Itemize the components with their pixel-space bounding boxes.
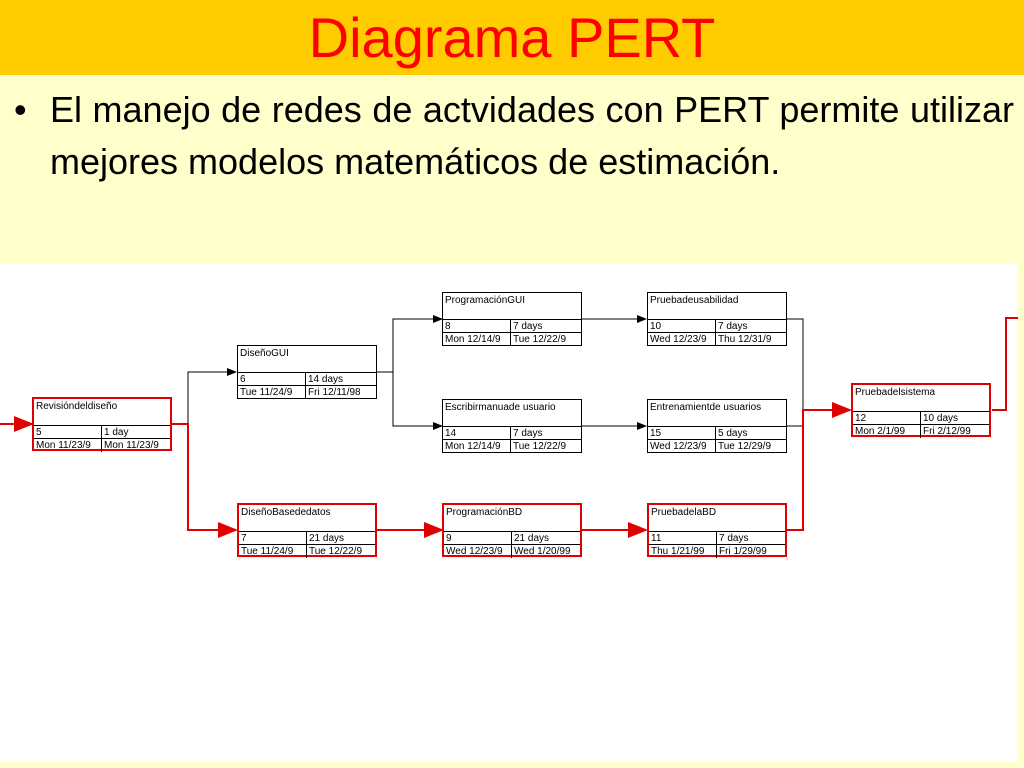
connector-6-14 bbox=[392, 372, 443, 430]
task-name: ProgramaciónGUI bbox=[445, 295, 526, 306]
task-name: ProgramaciónBD bbox=[446, 507, 523, 518]
task-finish: Tue 12/29/9 bbox=[718, 441, 772, 452]
connector-15-12 bbox=[787, 410, 804, 427]
task-duration: 7 days bbox=[718, 321, 748, 332]
connector-5-7 bbox=[172, 423, 238, 538]
task-id: 8 bbox=[443, 320, 511, 333]
task-duration: 5 days bbox=[718, 428, 748, 439]
task-finish: Tue 12/22/9 bbox=[513, 334, 567, 345]
task-finish: Tue 12/22/9 bbox=[309, 546, 363, 557]
task-id: 12 bbox=[853, 412, 921, 425]
task-start: Wed 12/23/9 bbox=[648, 333, 716, 346]
connector-12-out bbox=[992, 317, 1018, 411]
task-name: DiseñoGUI bbox=[240, 348, 289, 359]
title-bar bbox=[0, 0, 1024, 75]
task-start: Mon 12/14/9 bbox=[443, 333, 511, 346]
connector-6-8 bbox=[377, 315, 443, 373]
task-start: Tue 11/24/9 bbox=[239, 545, 307, 558]
bullet-text: El manejo de redes de actvidades con PER… bbox=[50, 89, 1014, 182]
connector-lines bbox=[0, 315, 1018, 538]
task-start: Tue 11/24/9 bbox=[238, 386, 306, 399]
task-start: Wed 12/23/9 bbox=[444, 545, 512, 558]
task-duration: 7 days bbox=[513, 321, 543, 332]
task-duration: 1 day bbox=[104, 427, 129, 438]
task-id: 14 bbox=[443, 427, 511, 440]
task-finish: Fri 12/11/98 bbox=[308, 387, 361, 398]
task-start: Thu 1/21/99 bbox=[649, 545, 717, 558]
task-finish: Tue 12/22/9 bbox=[513, 441, 567, 452]
task-finish: Thu 12/31/9 bbox=[718, 334, 772, 345]
task-duration: 21 days bbox=[309, 533, 345, 544]
bullet-paragraph: • El manejo de redes de actvidades con P… bbox=[14, 84, 1014, 188]
task-start: Mon 2/1/99 bbox=[853, 425, 921, 438]
task-start: Wed 12/23/9 bbox=[648, 440, 716, 453]
task-id: 11 bbox=[649, 532, 717, 545]
page-title: Diagrama PERT bbox=[308, 6, 716, 69]
task-finish: Fri 1/29/99 bbox=[719, 546, 767, 557]
task-duration: 21 days bbox=[514, 533, 550, 544]
connector-11-12 bbox=[787, 402, 852, 531]
task-id: 7 bbox=[239, 532, 307, 545]
task-id: 10 bbox=[648, 320, 716, 333]
task-name: Escribirmanuade usuario bbox=[445, 402, 556, 413]
task-duration: 7 days bbox=[513, 428, 543, 439]
task-name: Entrenamientde usuarios bbox=[650, 402, 762, 413]
connector-10-12 bbox=[787, 318, 804, 410]
task-start: Mon 12/14/9 bbox=[443, 440, 511, 453]
task-id: 6 bbox=[238, 373, 306, 386]
task-id: 15 bbox=[648, 427, 716, 440]
connector-5-6 bbox=[172, 368, 237, 425]
task-duration: 7 days bbox=[719, 533, 749, 544]
task-duration: 14 days bbox=[308, 374, 344, 385]
task-duration: 10 days bbox=[923, 413, 959, 424]
task-name: Revisióndeldiseño bbox=[36, 401, 118, 412]
task-name: Pruebadelsistema bbox=[855, 387, 936, 398]
bullet-dot: • bbox=[14, 89, 27, 130]
task-name: DiseñoBasededatos bbox=[241, 507, 331, 518]
task-finish: Wed 1/20/99 bbox=[514, 546, 571, 557]
task-finish: Mon 11/23/9 bbox=[104, 440, 159, 451]
task-name: Pruebadeusabilidad bbox=[650, 295, 739, 306]
task-id: 9 bbox=[444, 532, 512, 545]
task-start: Mon 11/23/9 bbox=[34, 439, 102, 452]
task-id: 5 bbox=[34, 426, 102, 439]
task-name: PruebadelaBD bbox=[651, 507, 717, 518]
task-finish: Fri 2/12/99 bbox=[923, 426, 971, 437]
